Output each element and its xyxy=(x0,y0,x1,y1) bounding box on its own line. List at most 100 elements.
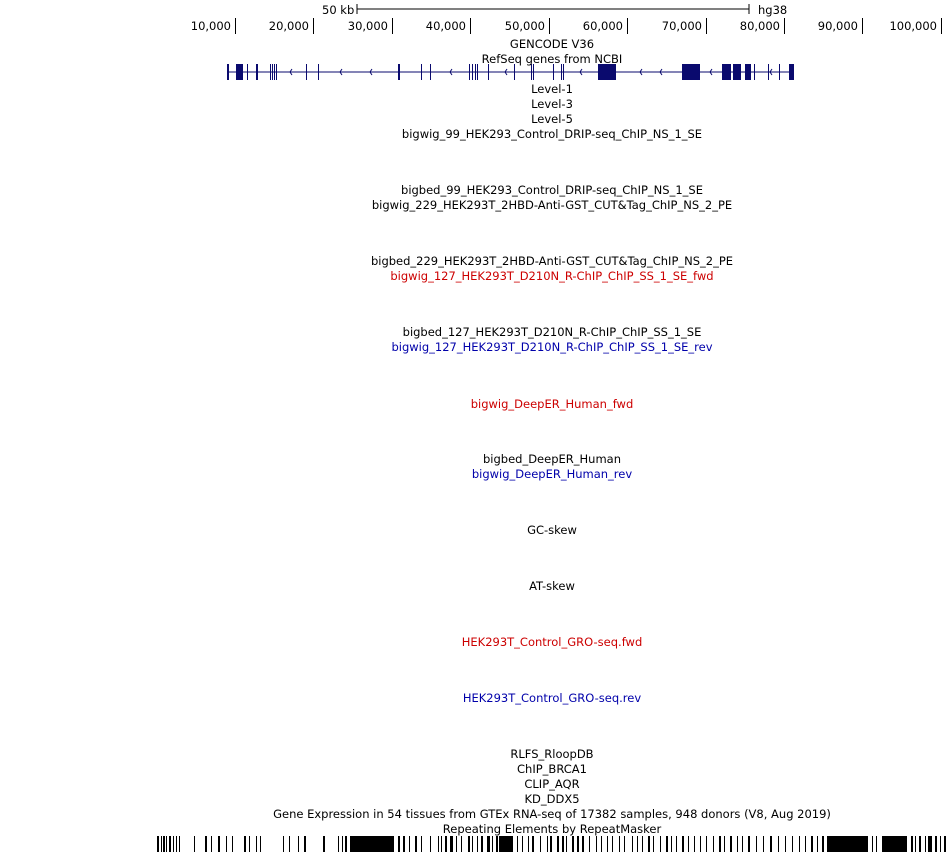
gene-exon xyxy=(430,64,431,80)
repeat-element xyxy=(799,836,800,852)
gene-exon xyxy=(553,64,554,80)
repeat-element xyxy=(461,836,462,852)
repeat-element xyxy=(763,836,764,852)
repeat-element xyxy=(323,836,325,852)
strand-arrow xyxy=(339,68,343,76)
track-label[interactable]: HEK293T_Control_GRO-seq.fwd xyxy=(461,635,643,649)
track-label[interactable]: bigbed_DeepER_Human xyxy=(482,452,621,466)
ruler-tick-mark xyxy=(941,18,942,34)
repeat-element xyxy=(532,836,534,852)
gene-exon-block xyxy=(789,64,794,80)
repeat-element xyxy=(706,836,707,852)
repeat-element xyxy=(935,836,937,852)
repeat-element xyxy=(179,836,180,852)
repeat-element xyxy=(944,836,946,852)
ruler-tick-mark xyxy=(470,18,471,34)
repeat-element xyxy=(550,836,552,852)
repeat-element xyxy=(176,836,177,852)
repeat-element xyxy=(911,836,913,852)
repeat-element xyxy=(572,836,574,852)
track-label[interactable]: bigbed_229_HEK293T_2HBD-Anti-GST_CUT&Tag… xyxy=(370,254,734,268)
ruler-tick-mark xyxy=(235,18,236,34)
ruler-tick-label: 20,000 xyxy=(268,19,309,33)
repeat-element xyxy=(928,836,932,852)
track-label[interactable]: AT-skew xyxy=(529,579,575,593)
repeat-element xyxy=(642,836,643,852)
track-label[interactable]: Repeating Elements by RepeatMasker xyxy=(442,822,662,836)
repeat-element xyxy=(822,836,824,852)
track-label[interactable]: HEK293T_Control_GRO-seq.rev xyxy=(462,691,642,705)
track-label[interactable]: bigwig_229_HEK293T_2HBD-Anti-GST_CUT&Tag… xyxy=(371,198,733,212)
repeat-element xyxy=(499,836,513,852)
repeat-element xyxy=(477,836,478,852)
track-label[interactable]: bigwig_127_HEK293T_D210N_R-ChIP_ChIP_SS_… xyxy=(391,340,713,354)
repeat-element xyxy=(492,836,493,852)
repeat-element xyxy=(876,836,877,852)
strand-arrow xyxy=(639,68,643,76)
gene-exon-block xyxy=(238,64,243,80)
track-label[interactable]: RefSeq genes from NCBI xyxy=(481,52,623,66)
gencode-gene-model[interactable] xyxy=(0,62,950,82)
ruler-tick-label: 60,000 xyxy=(582,19,623,33)
repeat-element xyxy=(517,836,518,852)
gene-exon-block xyxy=(722,64,731,80)
repeat-element xyxy=(742,836,743,852)
repeat-element xyxy=(724,836,725,852)
repeat-element xyxy=(169,836,171,852)
repeatmasker-track[interactable] xyxy=(0,836,950,852)
repeat-element xyxy=(218,836,220,852)
ruler-tick-mark xyxy=(862,18,863,34)
repeat-element xyxy=(589,836,590,852)
repeat-element xyxy=(409,836,410,852)
track-label[interactable]: Level-1 xyxy=(531,82,573,96)
track-label[interactable]: Level-5 xyxy=(531,112,573,126)
track-label[interactable]: CLIP_AQR xyxy=(524,777,580,791)
gene-exon xyxy=(475,64,476,80)
repeat-element xyxy=(496,836,498,852)
track-label[interactable]: bigwig_DeepER_Human_rev xyxy=(471,467,633,481)
gene-exon xyxy=(469,64,470,80)
track-label[interactable]: bigwig_99_HEK293_Control_DRIP-seq_ChIP_N… xyxy=(401,127,703,141)
track-label[interactable]: bigwig_DeepER_Human_fwd xyxy=(470,397,634,411)
track-label[interactable]: RLFS_RloopDB xyxy=(510,747,594,761)
gene-exon xyxy=(561,64,562,80)
gene-exon xyxy=(563,64,564,80)
repeat-element xyxy=(778,836,779,852)
ruler-tick-label: 10,000 xyxy=(190,19,231,33)
repeat-element xyxy=(694,836,695,852)
track-label[interactable]: Gene Expression in 54 tissues from GTEx … xyxy=(273,807,831,821)
track-label[interactable]: ChIP_BRCA1 xyxy=(517,762,587,776)
repeat-element xyxy=(260,836,261,852)
repeat-element xyxy=(607,836,608,852)
track-label[interactable]: GC-skew xyxy=(527,523,577,537)
scale-bar xyxy=(356,4,750,14)
gene-exon xyxy=(754,64,755,80)
repeat-element xyxy=(487,836,490,852)
track-label[interactable]: bigbed_99_HEK293_Control_DRIP-seq_ChIP_N… xyxy=(401,183,703,197)
track-label[interactable]: KD_DDX5 xyxy=(524,792,580,806)
track-label[interactable]: bigbed_127_HEK293T_D210N_R-ChIP_ChIP_SS_… xyxy=(402,325,702,339)
track-label[interactable]: bigwig_127_HEK293T_D210N_R-ChIP_ChIP_SS_… xyxy=(390,269,714,283)
gene-exon-block xyxy=(733,64,741,80)
repeat-element xyxy=(632,836,633,852)
repeat-element xyxy=(528,836,529,852)
repeat-element xyxy=(298,836,299,852)
repeat-element xyxy=(748,836,750,852)
repeat-element xyxy=(345,836,347,852)
repeat-element xyxy=(481,836,483,852)
repeat-element xyxy=(756,836,757,852)
strand-arrow xyxy=(504,68,508,76)
track-label[interactable]: GENCODE V36 xyxy=(509,37,595,51)
repeat-element xyxy=(205,836,207,852)
repeat-element xyxy=(577,836,579,852)
gene-exon xyxy=(272,64,273,80)
scale-bar-label: 50 kb xyxy=(322,3,355,17)
gene-exon xyxy=(256,64,258,80)
gene-exon xyxy=(318,64,319,80)
repeat-element xyxy=(350,836,394,852)
repeat-element xyxy=(612,836,613,852)
gene-exon xyxy=(514,64,515,80)
repeat-element xyxy=(676,836,677,852)
track-label[interactable]: Level-3 xyxy=(531,97,573,111)
repeat-element xyxy=(827,836,868,852)
